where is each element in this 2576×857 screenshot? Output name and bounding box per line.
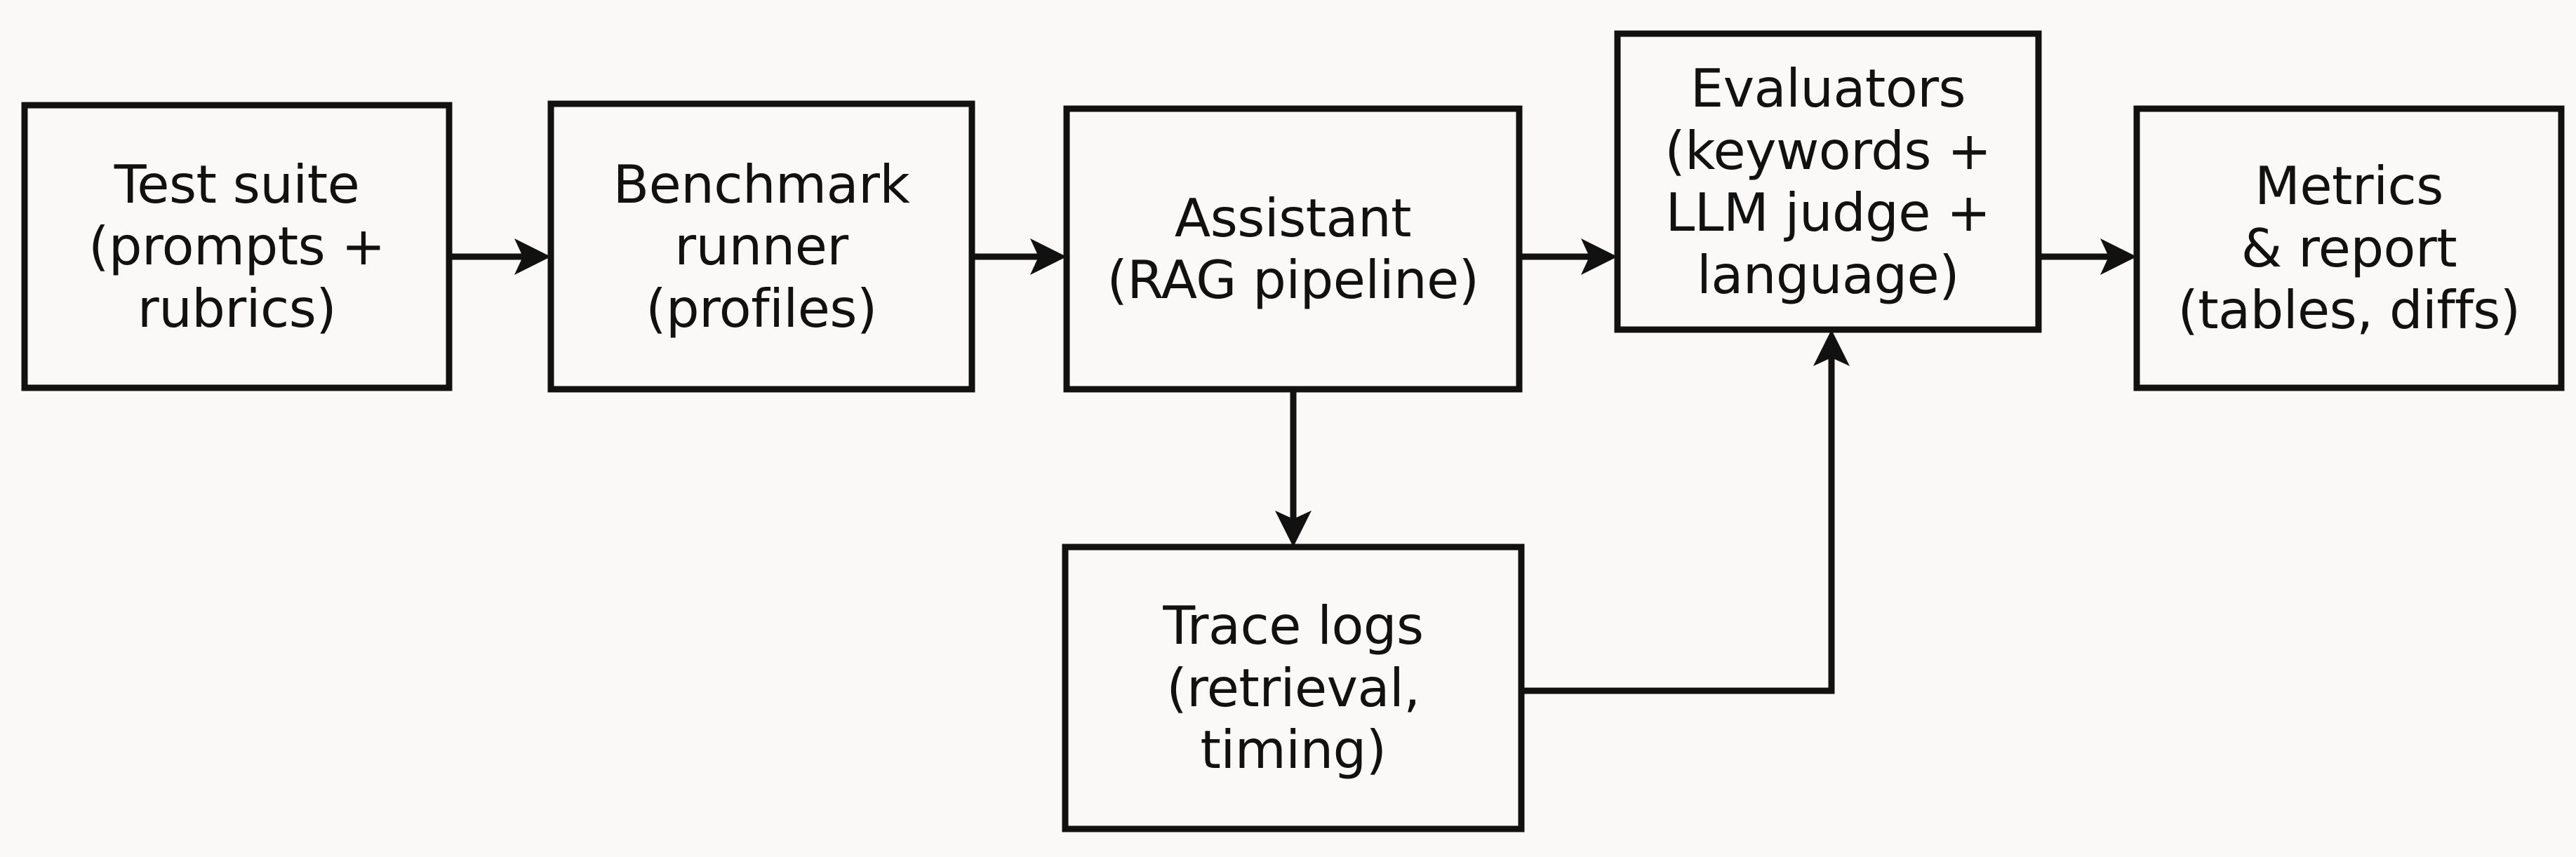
arrow-head-icon: [1581, 238, 1617, 275]
node-box-metrics-report[interactable]: [2133, 105, 2565, 391]
edge-assistant-to-trace-logs: [1275, 389, 1312, 547]
arrow-head-icon: [2100, 238, 2137, 275]
arrow-head-icon: [1030, 238, 1067, 275]
arrow-head-icon: [514, 238, 551, 275]
node-box-evaluators[interactable]: [1614, 30, 2042, 333]
node-box-test-suite[interactable]: [21, 102, 453, 391]
edge-evaluators-to-metrics-report: [2038, 238, 2137, 275]
edge-assistant-to-evaluators: [1519, 238, 1617, 275]
arrow-head-icon: [1813, 330, 1850, 366]
edge-test-suite-to-benchmark-runner: [449, 238, 551, 275]
edge-benchmark-runner-to-assistant: [972, 238, 1067, 275]
node-box-assistant[interactable]: [1063, 105, 1523, 393]
arrow-head-icon: [1275, 511, 1312, 547]
edge-trace-logs-to-evaluators: [1521, 330, 1850, 694]
node-box-trace-logs[interactable]: [1062, 544, 1525, 832]
node-box-benchmark-runner[interactable]: [547, 100, 975, 393]
